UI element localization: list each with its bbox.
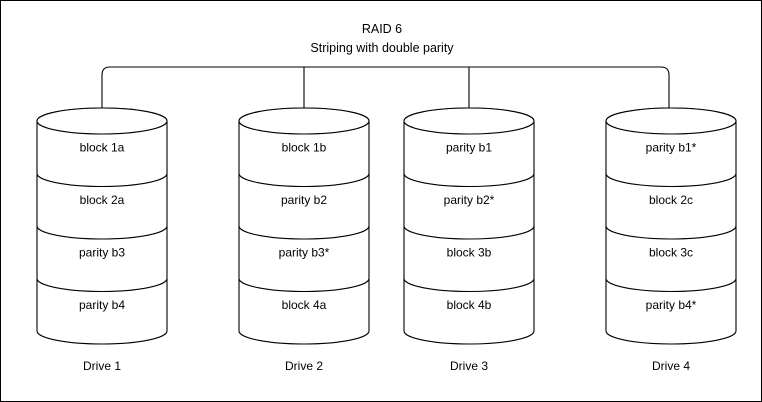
drive-caption-drive-4: Drive 4 [652, 359, 690, 373]
title-line-2: Striping with double parity [310, 41, 454, 55]
block-label-data: block 4a [282, 298, 327, 312]
drive-4[interactable]: parity b1* block 2c block 3c parity b4* Driv… [605, 107, 737, 373]
block-label-data: block 2c [649, 193, 693, 207]
block-divider [403, 278, 535, 293]
cylinder-top-cap [36, 107, 168, 135]
block-label-data: block 3c [649, 245, 693, 259]
block-label-parity: parity b2* [444, 193, 495, 207]
block-divider [605, 173, 737, 188]
drive-3[interactable]: parity b1 parity b2* block 3b block 4b Drive… [403, 107, 535, 373]
block-divider [36, 173, 168, 188]
block-divider [403, 225, 535, 240]
block-label-data: block 1a [80, 140, 125, 154]
block-label-parity: parity b3* [279, 245, 330, 259]
cylinder-top-cap [403, 107, 535, 135]
block-label-parity: parity b3 [79, 245, 125, 259]
drive-caption-drive-2: Drive 2 [285, 359, 323, 373]
diagram-title-group: RAID 6 Striping with double parity [310, 22, 454, 55]
block-label-data: block 2a [80, 193, 125, 207]
block-divider [238, 278, 370, 293]
drives-layer: block 1a block 2a parity b3 parity b4 Drive … [36, 107, 737, 373]
block-label-parity: parity b2 [281, 193, 327, 207]
block-label-parity: parity b4* [646, 298, 697, 312]
block-divider [403, 173, 535, 188]
drive-caption-drive-1: Drive 1 [83, 359, 121, 373]
title-line-1: RAID 6 [362, 22, 402, 36]
block-label-data: block 4b [447, 298, 492, 312]
drive-1[interactable]: block 1a block 2a parity b3 parity b4 Drive … [36, 107, 168, 373]
block-divider [36, 225, 168, 240]
drive-caption-drive-3: Drive 3 [450, 359, 488, 373]
bus-rail [101, 66, 670, 121]
block-label-parity: parity b1* [646, 140, 697, 154]
block-label-parity: parity b1 [446, 140, 492, 154]
drive-2[interactable]: block 1b parity b2 parity b3* block 4a Drive… [238, 107, 370, 373]
controller-bus-connector [101, 66, 670, 121]
block-divider [36, 278, 168, 293]
block-label-parity: parity b4 [79, 298, 125, 312]
cylinder-top-cap [605, 107, 737, 135]
block-label-data: block 3b [447, 245, 492, 259]
block-divider [605, 278, 737, 293]
block-label-data: block 1b [282, 140, 327, 154]
block-divider [238, 173, 370, 188]
block-divider [238, 225, 370, 240]
block-divider [605, 225, 737, 240]
cylinder-top-cap [238, 107, 370, 135]
